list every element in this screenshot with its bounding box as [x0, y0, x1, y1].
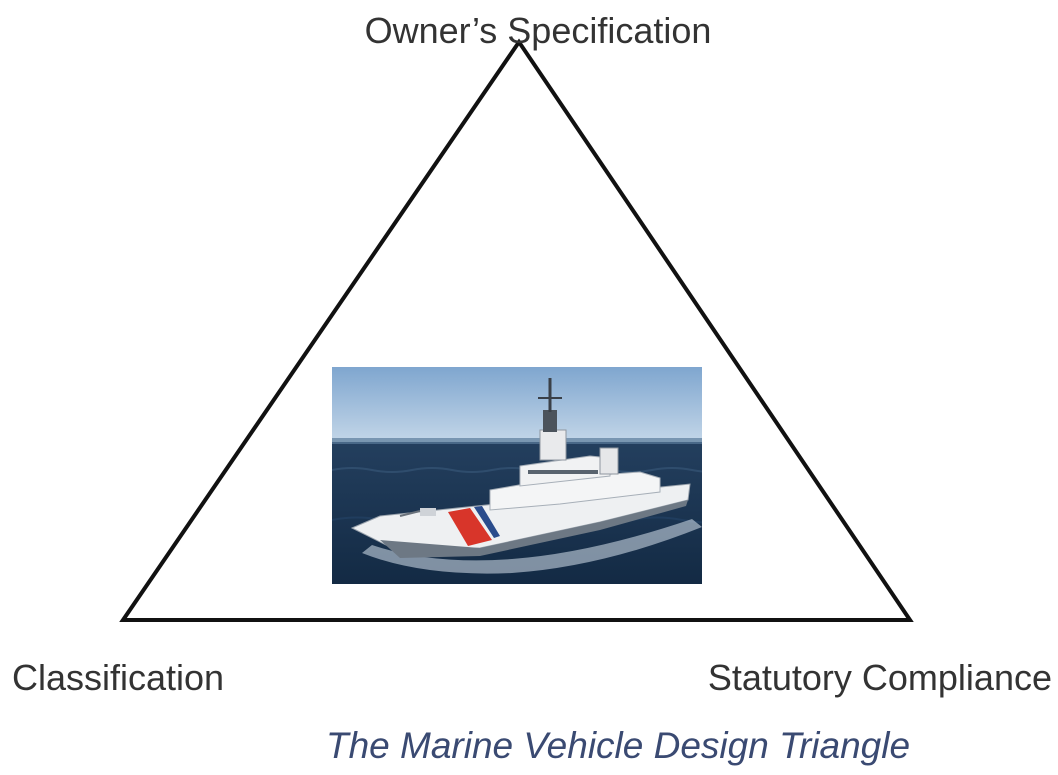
- design-triangle: [119, 38, 914, 622]
- statutory-compliance-label: Statutory Compliance: [708, 657, 1052, 698]
- diagram-caption: The Marine Vehicle Design Triangle: [326, 725, 910, 766]
- classification-label: Classification: [12, 657, 224, 698]
- coast-guard-cutter-photo: [332, 367, 702, 584]
- owner-specification-label: Owner’s Specification: [365, 10, 712, 51]
